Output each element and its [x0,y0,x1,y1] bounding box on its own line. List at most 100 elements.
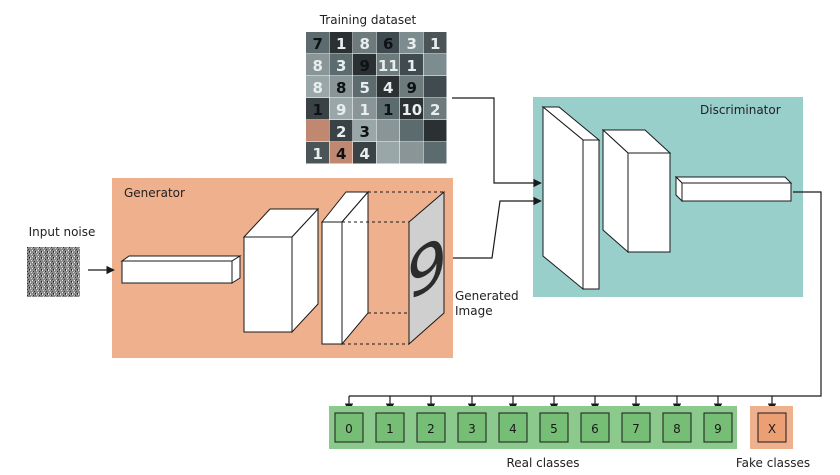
training-dataset-label: Training dataset [319,13,417,27]
generated-label-line2: Image [455,304,493,318]
dataset-cell [423,98,447,120]
dataset-digit: 3 [407,35,417,53]
dataset-digit: 9 [360,57,370,75]
real-class-box [580,412,610,443]
generator-label: Generator [124,186,185,200]
dataset-cell [376,76,400,98]
dataset-cell [329,32,353,54]
dataset-digit: 4 [383,79,393,97]
real-class-box [703,412,733,443]
dataset-digit: 3 [360,123,370,141]
real-class-label: 6 [591,422,599,436]
dataset-cell [306,32,329,54]
dataset-cell [423,54,447,76]
dataset-cell [353,32,376,54]
real-class-box [621,412,651,443]
real-class-label: 0 [345,422,353,436]
dataset-cell [423,76,447,98]
dataset-cell [353,54,376,76]
real-class-box [498,412,528,443]
dataset-cell [400,98,423,120]
real-classes-label: Real classes [506,456,579,470]
fake-class-label: X [768,422,776,436]
dataset-cell [423,142,447,164]
class-tap-arrows [344,396,777,412]
real-class-label: 3 [468,422,476,436]
dataset-cell [376,98,400,120]
dataset-cell [400,76,423,98]
fake-classes-label: Fake classes [736,456,810,470]
dataset-digit: 4 [336,145,346,163]
dataset-cell [306,54,329,76]
real-class-label: 1 [386,422,394,436]
real-class-box [334,412,364,443]
dataset-digit: 9 [336,101,346,119]
dataset-cell [306,120,329,142]
dataset-cell [376,54,400,76]
generated-image: 9 [407,190,447,346]
dataset-digit: 8 [313,57,323,75]
real-class-label: 7 [632,422,640,436]
dataset-digit: 5 [360,79,370,97]
real-class-label: 4 [509,422,517,436]
generator-layer-2 [242,207,320,334]
dataset-digit: 1 [313,101,323,119]
dataset-cell [400,120,423,142]
generator-layer-3 [320,190,370,346]
real-class-label: 9 [714,422,722,436]
real-class-box [539,412,569,443]
dataset-cell [376,142,400,164]
dataset-cell [376,32,400,54]
input-noise-image [27,247,80,297]
fake-class-boxes: X [757,412,787,443]
dataset-cell [329,120,353,142]
discriminator-output-line [349,191,822,397]
dataset-cell [376,120,400,142]
dataset-digit: 4 [360,145,370,163]
generated-label-line1: Generated [455,289,519,303]
dataset-cell [400,54,423,76]
dataset-cell [353,76,376,98]
real-class-box [662,412,692,443]
dataset-digit: 8 [360,35,370,53]
dataset-digit: 1 [383,101,393,119]
dataset-digit: 10 [401,101,422,119]
dataset-cell [329,98,353,120]
dataset-digit: 1 [407,57,417,75]
dataset-digit: 2 [336,123,346,141]
input-noise-label: Input noise [29,225,96,239]
dataset-digit: 3 [336,57,346,75]
dataset-to-discriminator-arrow [452,97,542,188]
dataset-cell [353,98,376,120]
dataset-cell [306,98,329,120]
dataset-cell [423,32,447,54]
discriminator-layer-2 [601,128,672,254]
fake-class-box [757,412,787,443]
dataset-cell [423,120,447,142]
dataset-cell [329,54,353,76]
real-class-label: 8 [673,422,681,436]
discriminator-label: Discriminator [700,103,781,117]
dataset-digit: 7 [313,35,323,53]
dataset-digit: 1 [313,145,323,163]
discriminator-layer-1 [541,105,601,291]
dataset-digit: 6 [383,35,393,53]
dataset-digit: 9 [407,79,417,97]
dataset-cell [306,76,329,98]
real-class-box [375,412,405,443]
dataset-cell [329,142,353,164]
dataset-cell [400,142,423,164]
dataset-digit: 1 [430,35,440,53]
real-class-box [457,412,487,443]
real-class-label: 5 [550,422,558,436]
dataset-digit: 8 [313,79,323,97]
dataset-cell [400,32,423,54]
generated-to-discriminator-arrow [453,196,542,259]
dataset-digit: 11 [378,57,399,75]
dataset-digit: 1 [336,35,346,53]
discriminator-layer-3 [674,175,793,203]
dataset-cell [306,142,329,164]
